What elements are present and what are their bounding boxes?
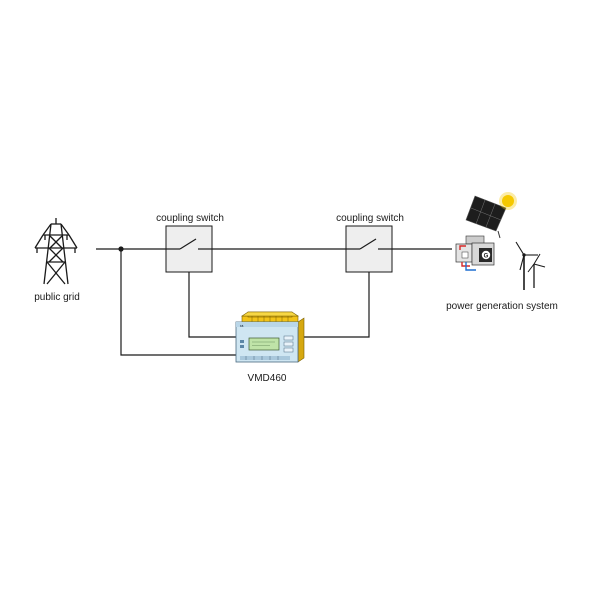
grid-measure-line xyxy=(120,249,237,356)
vmd460-device-icon: ▴▴ xyxy=(235,311,305,363)
switch1-control-line xyxy=(188,272,237,338)
sun-icon xyxy=(499,192,517,210)
public-grid-label: public grid xyxy=(34,292,80,303)
device-brand-mark: ▴▴ xyxy=(240,324,244,328)
coupling-switch-2-label: coupling switch xyxy=(336,213,404,224)
solar-panel-icon xyxy=(465,195,507,239)
power-generation-label: power generation system xyxy=(446,301,558,312)
coupling-switch-1-label: coupling switch xyxy=(156,213,224,224)
wiring xyxy=(96,246,452,356)
svg-text:G: G xyxy=(484,254,489,260)
wind-turbine-icon xyxy=(515,241,546,290)
device-label: VMD460 xyxy=(248,373,287,384)
switch-contact-icon xyxy=(166,238,212,250)
switch-contact-icon xyxy=(346,238,392,250)
switch2-control-line xyxy=(300,272,370,338)
coupling-switch-1 xyxy=(165,225,213,273)
device-display xyxy=(248,337,280,351)
transmission-tower-icon xyxy=(34,218,78,285)
coupling-switch-2 xyxy=(345,225,393,273)
generator-icon: G xyxy=(455,235,495,271)
